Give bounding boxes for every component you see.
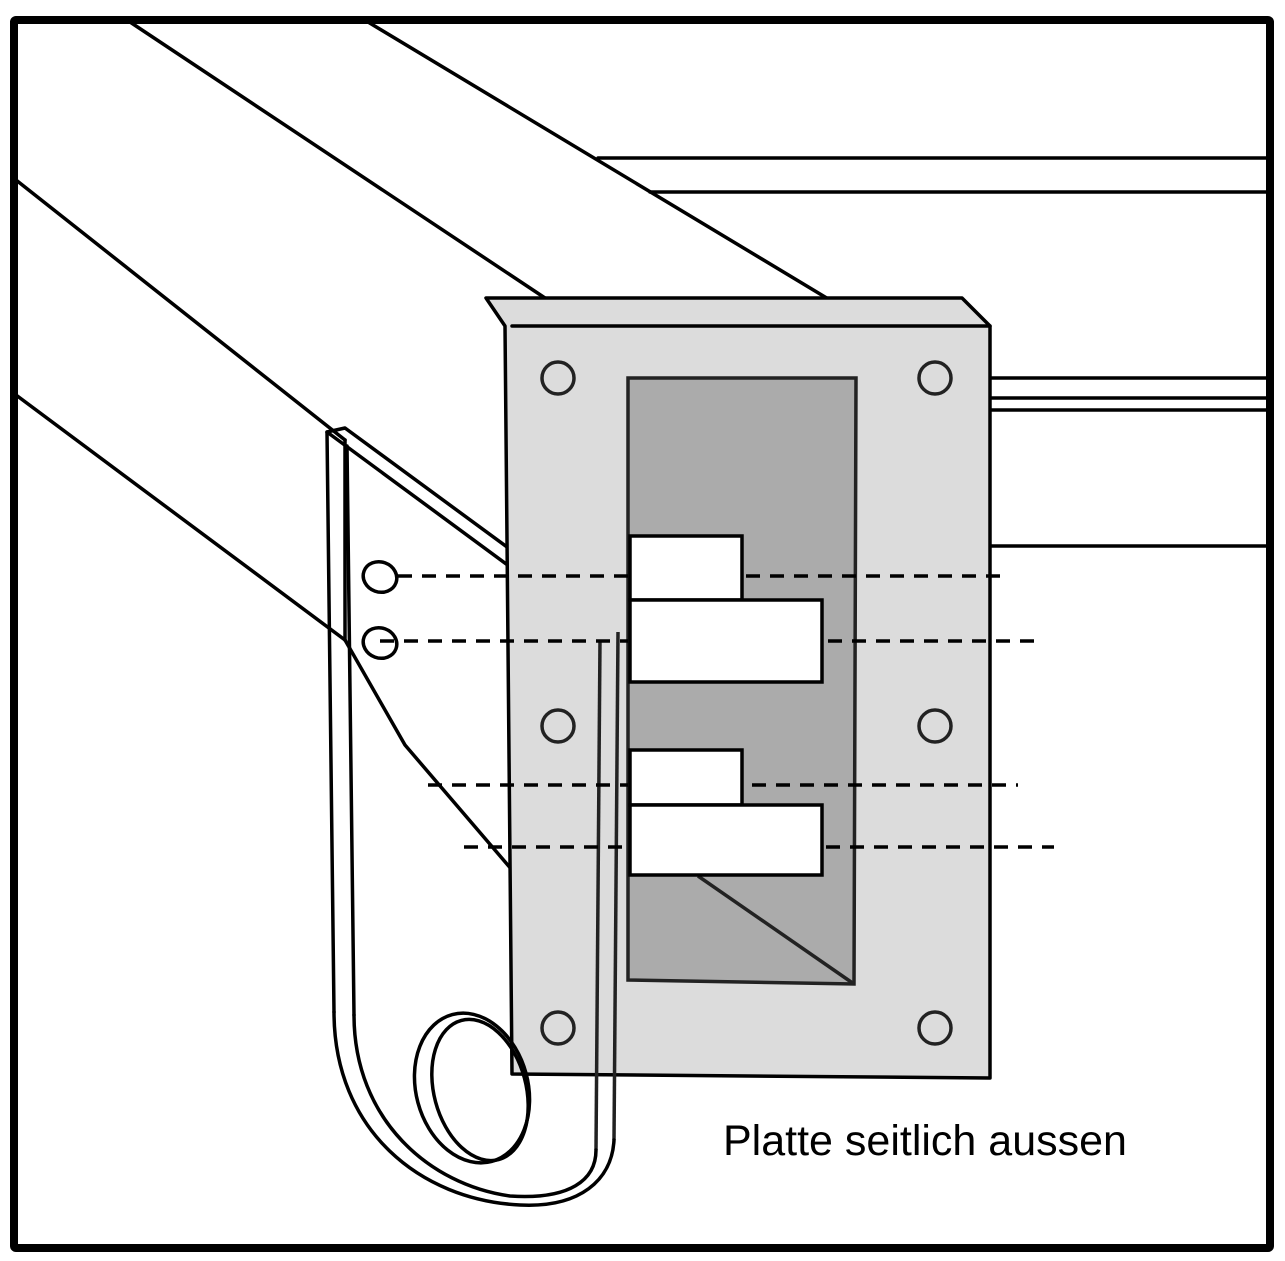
alignment-lines (380, 574, 1054, 849)
bracket-front-edge-1 (594, 639, 602, 1151)
bracket-lower-edge (343, 638, 514, 872)
beam-edge-lower (14, 393, 347, 642)
slot-4 (628, 803, 824, 877)
slot-1 (628, 534, 744, 602)
bracket-hole-upper (361, 560, 399, 594)
side-plate (484, 296, 992, 1080)
beam-edge-mid (14, 178, 347, 442)
plate-hole-bottom-left (540, 1010, 576, 1046)
bracket-hole-lower (361, 626, 399, 660)
bracket-front-edge-2 (612, 631, 620, 1141)
bracket-outer-edge-2 (345, 444, 356, 1017)
plate-hole-bottom-right (917, 1010, 953, 1046)
bracket-outer-edge (325, 430, 336, 1014)
beam-edge-top-right (366, 20, 832, 302)
diagram-caption: Platte seitlich aussen (723, 1117, 1127, 1165)
beam-edge-top-left (128, 20, 550, 302)
bracket-eye-inner (430, 1017, 530, 1163)
bracket-front (332, 631, 620, 1207)
plate-hole-mid-right (917, 708, 953, 744)
plate-hole-top-left (540, 360, 576, 396)
plate-hole-top-right (917, 360, 953, 396)
beam (14, 20, 832, 642)
slot-3 (628, 748, 744, 807)
outer-frame (10, 16, 1274, 1252)
rails (596, 156, 1270, 548)
bracket-loop-inner (352, 1013, 598, 1199)
plate-hole-mid-left (540, 708, 576, 744)
bracket-loop-outer (332, 1010, 616, 1207)
slot-2 (628, 598, 824, 684)
cutout-diagonal (697, 874, 855, 986)
